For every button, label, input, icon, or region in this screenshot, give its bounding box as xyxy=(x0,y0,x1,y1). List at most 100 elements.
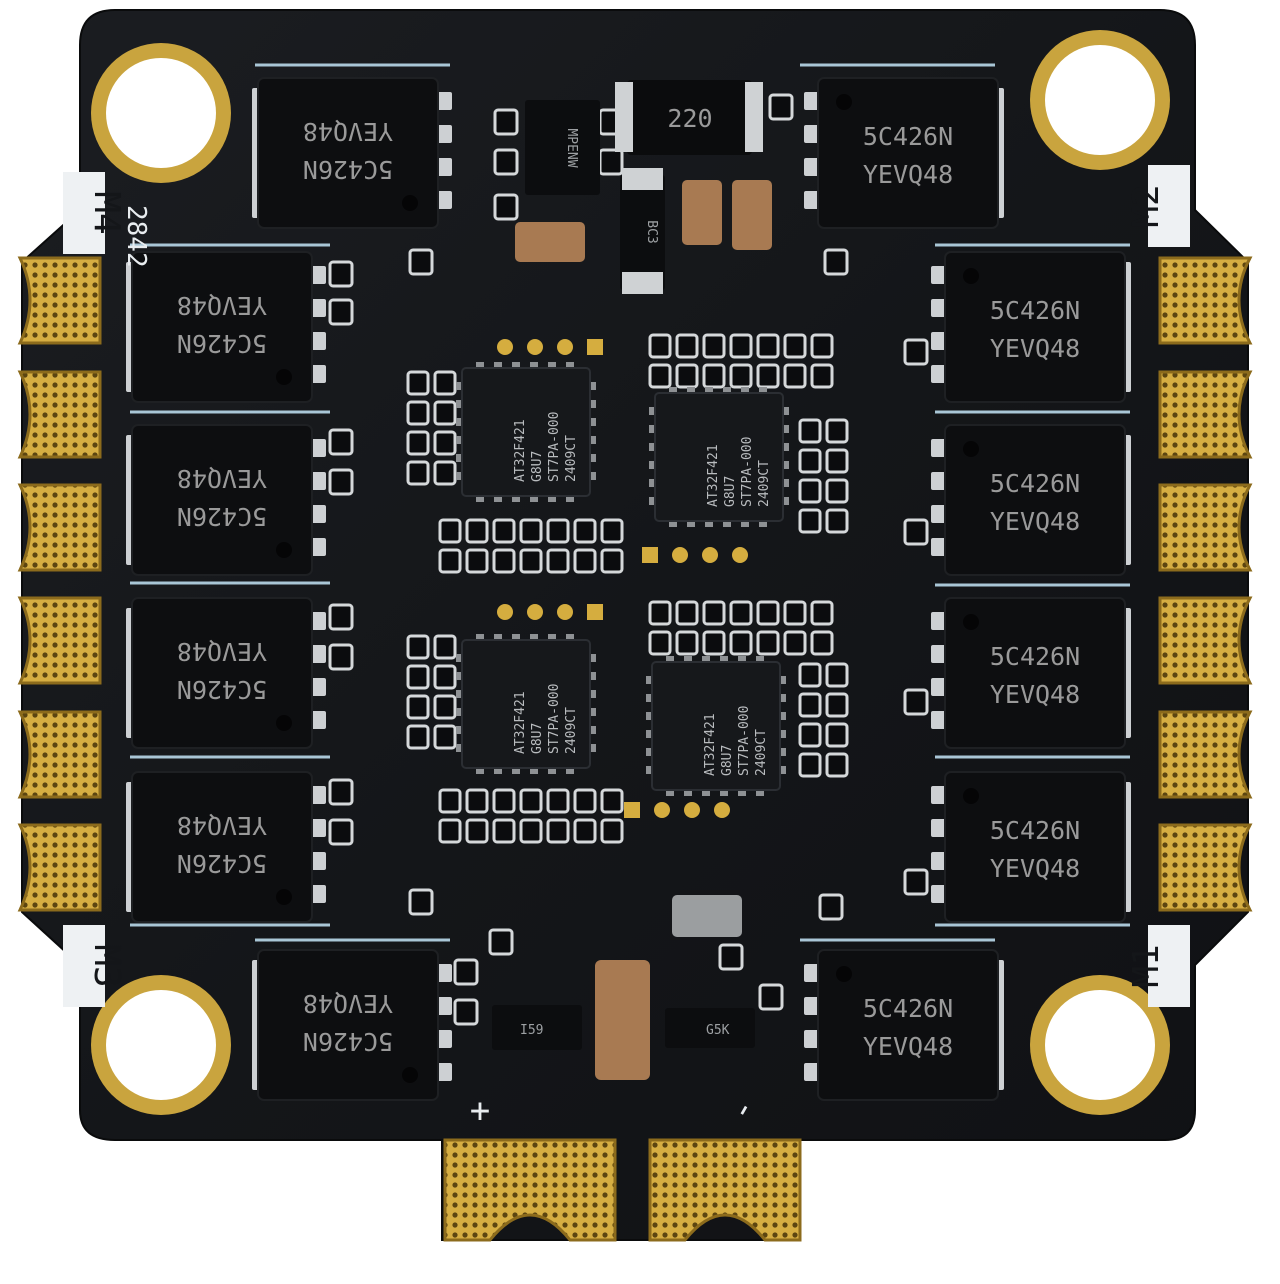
mosfet-marking-line1: 5C426N xyxy=(990,296,1080,325)
mosfet-marking-line1: 5C426N xyxy=(177,502,267,531)
smd-component xyxy=(328,260,354,288)
regulator-top xyxy=(525,100,600,195)
smd-component xyxy=(648,600,672,626)
smd-component xyxy=(438,518,462,544)
smd-component xyxy=(648,630,672,656)
smd-component xyxy=(433,634,457,660)
passive-components xyxy=(328,93,929,1026)
mosfet-marking-line2: YEVQ48 xyxy=(177,464,267,493)
smd-component xyxy=(488,928,514,956)
smd-component xyxy=(729,363,753,389)
board-code: 2842 xyxy=(121,205,151,268)
smd-component xyxy=(406,634,430,660)
smd-component xyxy=(406,400,430,426)
smd-component xyxy=(492,818,516,844)
smd-component xyxy=(903,868,929,896)
mosfet-chip: 5C426N YEVQ48 xyxy=(931,424,1131,576)
smd-component xyxy=(433,430,457,456)
smd-component xyxy=(675,333,699,359)
mosfet-marking-line2: YEVQ48 xyxy=(990,507,1080,536)
smd-component xyxy=(783,333,807,359)
mosfet-marking-line2: YEVQ48 xyxy=(863,1032,953,1061)
smd-component xyxy=(328,298,354,326)
smd-component xyxy=(406,430,430,456)
cap-2 xyxy=(732,180,772,250)
motor-label-m2: M2 xyxy=(1126,184,1167,227)
smd-component xyxy=(433,400,457,426)
cap-marking: BC3 xyxy=(644,220,659,243)
smd-component xyxy=(648,363,672,389)
smd-component xyxy=(492,788,516,814)
smd-component xyxy=(465,518,489,544)
mcu-marking-line3: ST7PA-000 xyxy=(547,684,562,754)
smd-component xyxy=(823,248,849,276)
smd-component xyxy=(825,662,849,688)
test-pad-row xyxy=(624,802,730,818)
mosfet-marking-line1: 5C426N xyxy=(990,816,1080,845)
smd-component xyxy=(328,818,354,846)
smd-component xyxy=(573,788,597,814)
phase-pad-left xyxy=(17,370,102,459)
smd-component xyxy=(798,418,822,444)
cap-1 xyxy=(682,180,722,245)
smd-component xyxy=(702,630,726,656)
smd-component xyxy=(600,518,624,544)
smd-component xyxy=(783,600,807,626)
smd-component xyxy=(798,692,822,718)
cap-bottom-2 xyxy=(595,960,650,1080)
mosfet-marking-line1: 5C426N xyxy=(863,122,953,151)
mcu-marking-line4: 2409CT xyxy=(757,460,772,507)
mosfet-marking-line1: 5C426N xyxy=(990,469,1080,498)
test-pad-row xyxy=(497,339,603,355)
regulator-top-marking: MPENW xyxy=(564,128,579,167)
smd-component xyxy=(328,643,354,671)
smd-component xyxy=(493,148,519,176)
smd-component xyxy=(702,600,726,626)
motor-label-m4: M4 xyxy=(86,191,127,234)
motor-label-m1: M1 xyxy=(1126,944,1167,987)
inductor-marking: 220 xyxy=(667,104,712,133)
mosfet-marking-line2: YEVQ48 xyxy=(303,117,393,146)
cap-bottom-1 xyxy=(672,895,742,937)
mosfet-marking-line1: 5C426N xyxy=(177,329,267,358)
mosfet-marking-line1: 5C426N xyxy=(303,1027,393,1056)
smd-component xyxy=(729,333,753,359)
diode xyxy=(620,175,665,290)
smd-component xyxy=(453,958,479,986)
motor-label-m3: M3 xyxy=(86,944,127,987)
smd-component xyxy=(702,363,726,389)
phase-pad-left xyxy=(17,596,102,685)
smd-component xyxy=(433,664,457,690)
mcu-marking-line3: ST7PA-000 xyxy=(737,706,752,776)
smd-component xyxy=(546,818,570,844)
silkscreen-lines xyxy=(130,63,1130,942)
smd-component xyxy=(408,888,434,916)
smd-component xyxy=(433,724,457,750)
mosfet-marking-line1: 5C426N xyxy=(303,155,393,184)
smd-component xyxy=(573,518,597,544)
smd-component xyxy=(519,788,543,814)
smd-component xyxy=(433,694,457,720)
power-pad-negative xyxy=(648,1138,802,1242)
phase-pad-left xyxy=(17,256,102,345)
test-pad-row xyxy=(497,604,603,620)
smd-component xyxy=(798,722,822,748)
smd-component xyxy=(756,363,780,389)
mcu-marking-line2: G8U7 xyxy=(720,745,735,776)
smd-component xyxy=(408,248,434,276)
power-pads xyxy=(443,1138,802,1242)
smd-component xyxy=(573,818,597,844)
smd-component xyxy=(519,518,543,544)
smd-component xyxy=(903,518,929,546)
smd-component xyxy=(406,370,430,396)
smd-component xyxy=(768,93,794,121)
